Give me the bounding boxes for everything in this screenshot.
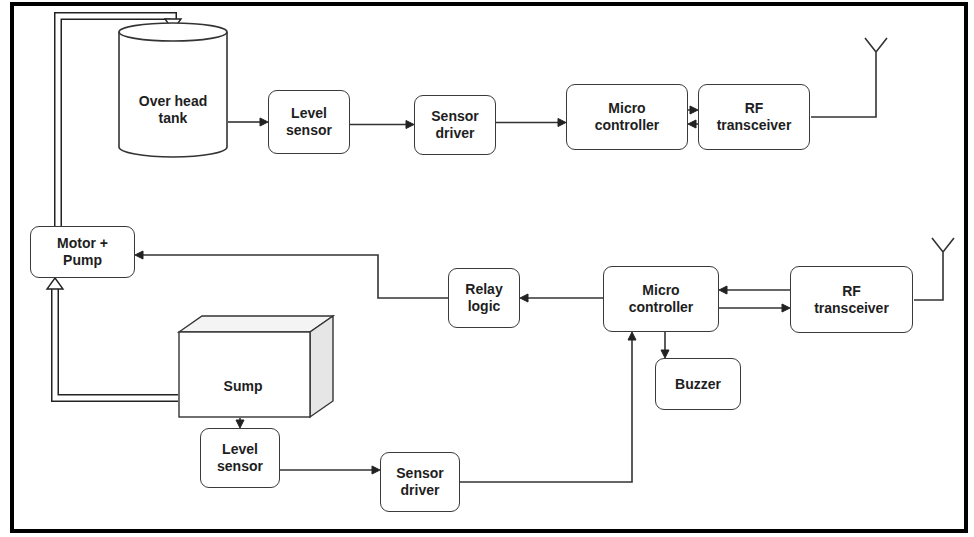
connector-line	[719, 307, 782, 309]
process-box: Micro controller	[566, 84, 688, 150]
node-label: RF transceiver	[806, 283, 898, 317]
arrow-heads	[520, 294, 528, 302]
node-label: Micro controller	[619, 282, 703, 316]
connector-line	[727, 289, 790, 291]
signal-arrow	[719, 286, 790, 294]
process-box: Buzzer	[655, 358, 741, 410]
node-label: Micro controller	[585, 100, 669, 134]
connector-line	[350, 124, 406, 126]
process-box: Level sensor	[200, 428, 280, 488]
pipe-inner	[55, 289, 178, 398]
cylinder-outline	[118, 22, 228, 157]
signal-arrow	[135, 251, 448, 298]
node-label: Motor + Pump	[48, 235, 118, 269]
arrow-heads	[628, 332, 636, 340]
connector-line	[496, 122, 558, 124]
antenna-symbol	[914, 238, 954, 300]
arrow-head	[719, 286, 727, 294]
arrow-heads	[719, 286, 727, 294]
process-box: RF transceiver	[698, 84, 810, 150]
connector-line	[228, 121, 260, 123]
node-label: Sensor driver	[389, 465, 451, 499]
node-label: Relay logic	[458, 281, 510, 315]
signal-arrow	[350, 121, 414, 129]
cube-top	[179, 316, 333, 332]
node-label: Level sensor	[209, 441, 271, 475]
arrow-head	[236, 420, 244, 428]
arrow-head	[372, 466, 380, 474]
connector-line	[664, 332, 666, 350]
connector-line	[460, 340, 632, 482]
node-label: RF transceiver	[708, 100, 800, 134]
signal-arrow	[460, 332, 636, 482]
signal-arrow	[280, 466, 380, 474]
arrow-heads	[690, 106, 698, 114]
arrow-head	[47, 278, 63, 289]
signal-arrow	[236, 418, 244, 428]
arrow-head	[406, 121, 414, 129]
signal-arrow	[228, 118, 268, 126]
signal-arrow	[496, 119, 566, 127]
frame-border	[12, 4, 966, 531]
process-box: Motor + Pump	[30, 226, 135, 278]
arrow-head	[690, 106, 698, 114]
process-box: Micro controller	[603, 266, 719, 332]
process-box: Sensor driver	[380, 452, 460, 512]
arrow-heads	[47, 278, 63, 289]
cube-outline	[178, 315, 334, 418]
arrow-head	[260, 118, 268, 126]
node-label: Level sensor	[278, 105, 340, 139]
antenna-symbol	[811, 38, 887, 117]
signal-arrow	[688, 106, 698, 114]
arrow-head	[135, 251, 143, 259]
connector-line	[143, 255, 448, 298]
signal-arrow	[688, 120, 698, 128]
arrow-heads	[661, 350, 669, 358]
node-label: Sump	[224, 378, 263, 395]
arrow-head	[661, 350, 669, 358]
process-box: Sensor driver	[414, 95, 496, 155]
tank-cylinder: Over head tank	[118, 22, 228, 157]
signal-arrow	[719, 304, 790, 312]
arrow-heads	[558, 119, 566, 127]
arrow-head	[558, 119, 566, 127]
sump-box: Sump	[178, 315, 334, 418]
arrow-heads	[406, 121, 414, 129]
arrow-head	[688, 120, 696, 128]
cylinder-top	[119, 23, 227, 41]
arrow-heads	[372, 466, 380, 474]
process-box: RF transceiver	[790, 266, 913, 333]
arrow-heads	[135, 251, 143, 259]
arrow-head	[520, 294, 528, 302]
arrow-heads	[782, 304, 790, 312]
process-box: Relay logic	[448, 268, 520, 328]
signal-arrow	[520, 294, 603, 302]
pipe-outer	[55, 289, 178, 398]
connector-line	[280, 469, 372, 471]
cube-side	[310, 316, 333, 417]
arrow-heads	[260, 118, 268, 126]
process-box: Level sensor	[268, 90, 350, 154]
node-label: Buzzer	[675, 376, 721, 393]
cube-front	[179, 332, 310, 417]
arrow-heads	[688, 120, 696, 128]
cylinder-body	[119, 32, 227, 157]
node-label: Sensor driver	[424, 108, 486, 142]
pipe-arrow	[47, 278, 178, 398]
arrow-head	[628, 332, 636, 340]
node-label: Over head tank	[132, 93, 214, 127]
connector-line	[528, 297, 603, 299]
arrow-heads	[236, 420, 244, 428]
signal-arrow	[661, 332, 669, 358]
arrow-head	[782, 304, 790, 312]
